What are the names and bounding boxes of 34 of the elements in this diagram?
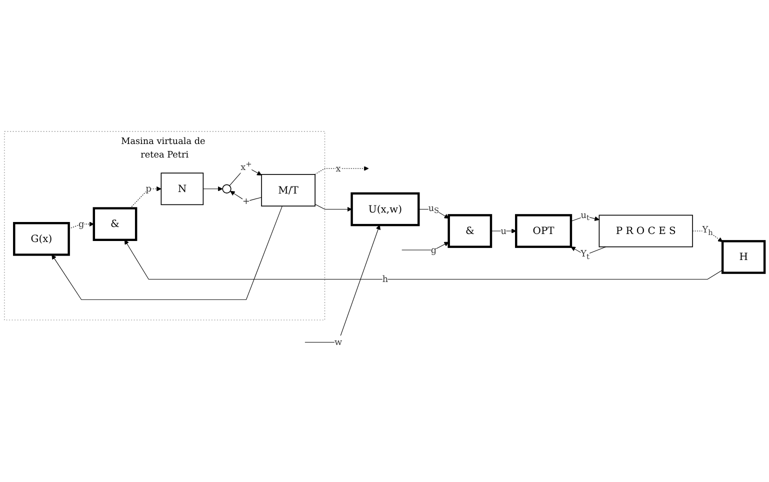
node-circle xyxy=(222,184,232,194)
edge-label: + xyxy=(242,196,250,206)
arrow xyxy=(692,230,723,242)
arrow xyxy=(570,246,606,256)
edge-label: p xyxy=(146,183,152,194)
arrow xyxy=(68,222,94,230)
node-box: U(x,w) xyxy=(350,192,420,226)
node-box: N xyxy=(160,172,204,206)
node-box: H xyxy=(721,240,766,274)
edge-label: u$_{t}$ xyxy=(580,210,590,222)
node-box: G(x) xyxy=(13,222,70,256)
edge-label: u xyxy=(500,225,506,236)
arrow xyxy=(202,186,223,192)
arrow xyxy=(130,186,162,209)
arrow xyxy=(314,166,369,175)
arrow xyxy=(304,224,380,342)
edge-label: g xyxy=(430,244,437,256)
node-box: M/T xyxy=(261,174,316,206)
edge-label: x$^{+}$ xyxy=(240,160,252,172)
edge-label: Y$_{t}$ xyxy=(580,248,590,262)
edge-label: u$_{S}$ xyxy=(428,202,440,216)
edge-label: Y$_{h}$ xyxy=(702,224,713,238)
node-box: & xyxy=(448,214,492,248)
edge-label: w xyxy=(334,336,342,348)
arrow xyxy=(314,204,352,212)
node-box: P R O C E S xyxy=(598,214,693,248)
edge-label: x xyxy=(336,162,341,174)
node-box: OPT xyxy=(515,214,572,248)
edge-label: h xyxy=(382,274,388,284)
edge-label: g xyxy=(78,218,84,230)
arrow xyxy=(124,240,723,280)
arrow xyxy=(402,242,450,250)
arrow xyxy=(52,206,282,300)
node-box: & xyxy=(92,207,138,241)
